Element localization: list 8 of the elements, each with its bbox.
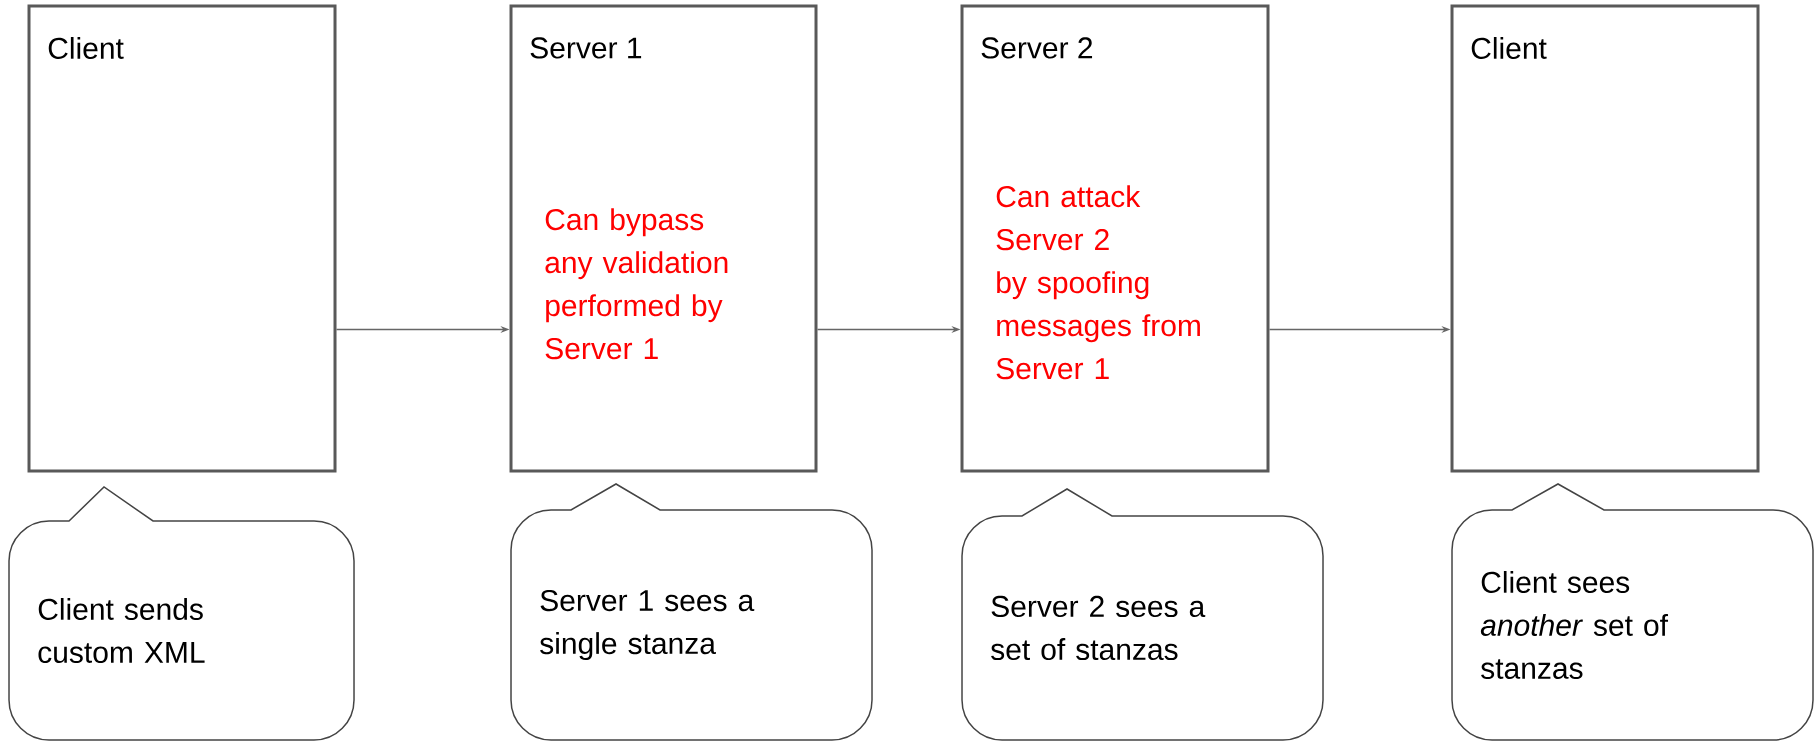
speech-bubble: Client sees another set of stanzas <box>1451 483 1814 741</box>
server-box: Server 2 Can attack Server 2 by spoofing messages from Server 1 <box>960 4 1270 473</box>
speech-bubble: Client sends custom XML <box>8 486 355 741</box>
speech-bubble: Server 2 sees a set of stanzas <box>961 488 1324 741</box>
server-box: Server 1 Can bypass any validation performed by Server 1 <box>509 4 818 473</box>
server-box: Client <box>1450 4 1760 473</box>
speech-bubble: Server 1 sees a single stanza <box>510 483 873 741</box>
server-box: Client <box>27 4 337 473</box>
